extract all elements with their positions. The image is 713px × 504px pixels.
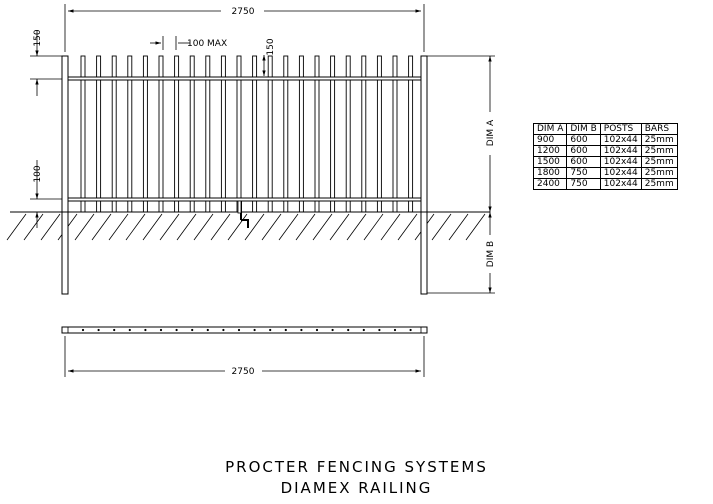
drop-bolt-housing (237, 200, 242, 214)
bar-hole (253, 328, 256, 332)
cell-bars: 25mm (640, 167, 678, 179)
bar-projection-label: 150 (266, 38, 276, 55)
hatch-line (108, 213, 129, 241)
bar-hole (97, 328, 100, 332)
overall-width-bottom: 2750 (232, 367, 255, 377)
hatch-line (91, 213, 112, 241)
hatch-line (193, 213, 214, 241)
bar-hole (269, 328, 272, 332)
hatch-line (176, 213, 197, 241)
cell-dim-b: 750 (566, 178, 601, 190)
dim-b-label: DIM B (486, 241, 496, 267)
bar-hole (300, 328, 303, 332)
bar-hole (113, 328, 116, 332)
hatch-line (142, 213, 163, 241)
hatch-line (227, 213, 248, 241)
hatch-line (397, 213, 418, 241)
table-row: 1500 600 102x44 25mm (532, 156, 678, 168)
cell-dim-a: 900 (532, 134, 568, 146)
hatch-line (210, 213, 231, 241)
cell-dim-b: 600 (566, 134, 601, 146)
table-header-row: DIM A DIM B POSTS BARS (532, 123, 678, 135)
company-title: PROCTER FENCING SYSTEMS (225, 458, 488, 476)
cell-dim-b: 600 (566, 156, 601, 168)
bar-hole (191, 328, 194, 332)
hatch-line (244, 213, 265, 241)
product-title: DIAMEX RAILING (280, 479, 433, 497)
hatch-line (74, 213, 95, 241)
hatch-line (431, 213, 452, 241)
bar-spacing-label: 100 MAX (187, 39, 227, 49)
table-row: 1200 600 102x44 25mm (532, 145, 678, 157)
hatch-line (125, 213, 146, 241)
bar-hole (128, 328, 131, 332)
header-dim-a: DIM A (532, 123, 568, 135)
table-row: 2400 750 102x44 25mm (532, 178, 678, 190)
cell-dim-a: 2400 (532, 178, 568, 190)
cell-dim-a: 1500 (532, 156, 568, 168)
cell-bars: 25mm (640, 134, 678, 146)
dimension-table: DIM A DIM B POSTS BARS 900 600 102x44 25… (532, 123, 678, 190)
header-posts: POSTS (599, 123, 642, 135)
plan-view-rail (61, 326, 428, 334)
header-dim-b: DIM B (566, 123, 601, 135)
cell-posts: 102x44 (599, 156, 642, 168)
cell-dim-a: 1800 (532, 167, 568, 179)
cell-bars: 25mm (640, 178, 678, 190)
left-post (61, 55, 69, 295)
bottom-clearance-label: 100 (33, 165, 43, 182)
hatch-line (261, 213, 282, 241)
header-bars: BARS (640, 123, 678, 135)
bar-hole (315, 328, 319, 332)
bar-hole (222, 328, 225, 332)
bar-hole (237, 328, 241, 332)
bar-hole (409, 328, 412, 332)
top-offset-label: 150 (33, 29, 43, 46)
bar-hole (378, 328, 381, 332)
bar-hole (284, 328, 287, 332)
hatch-line (329, 213, 350, 241)
overall-width-top: 2750 (232, 7, 255, 17)
bottom-rail (67, 197, 422, 202)
plan-view-bar-holes (81, 328, 412, 332)
hatch-line (312, 213, 333, 241)
table-row: 1800 750 102x44 25mm (532, 167, 678, 179)
bar-hole (81, 328, 85, 332)
bar-hole (362, 328, 365, 332)
cell-posts: 102x44 (599, 167, 642, 179)
cell-dim-a: 1200 (532, 145, 568, 157)
cell-bars: 25mm (640, 145, 678, 157)
cell-dim-b: 600 (566, 145, 601, 157)
hatch-line (380, 213, 401, 241)
bar-hole (144, 328, 147, 332)
ground-hatching (6, 213, 486, 241)
hatch-line (465, 213, 486, 241)
hatch-line (448, 213, 469, 241)
bar-hole (175, 328, 178, 332)
hatch-line (295, 213, 316, 241)
right-post (420, 55, 428, 295)
cell-posts: 102x44 (599, 134, 642, 146)
hatch-line (159, 213, 180, 241)
hatch-line (23, 213, 44, 241)
cell-dim-b: 750 (566, 167, 601, 179)
cell-bars: 25mm (640, 156, 678, 168)
bar-hole (159, 328, 163, 332)
hatch-line (278, 213, 299, 241)
cell-posts: 102x44 (599, 178, 642, 190)
bar-hole (393, 328, 397, 332)
bar-hole (347, 328, 350, 332)
hatch-line (363, 213, 384, 241)
bar-hole (206, 328, 209, 332)
cell-posts: 102x44 (599, 145, 642, 157)
hatch-line (346, 213, 367, 241)
hatch-line (40, 213, 61, 241)
dim-a-label: DIM A (486, 119, 496, 146)
hatch-line (6, 213, 27, 241)
bar-hole (331, 328, 334, 332)
table-row: 900 600 102x44 25mm (532, 134, 678, 146)
top-rail (67, 76, 422, 81)
